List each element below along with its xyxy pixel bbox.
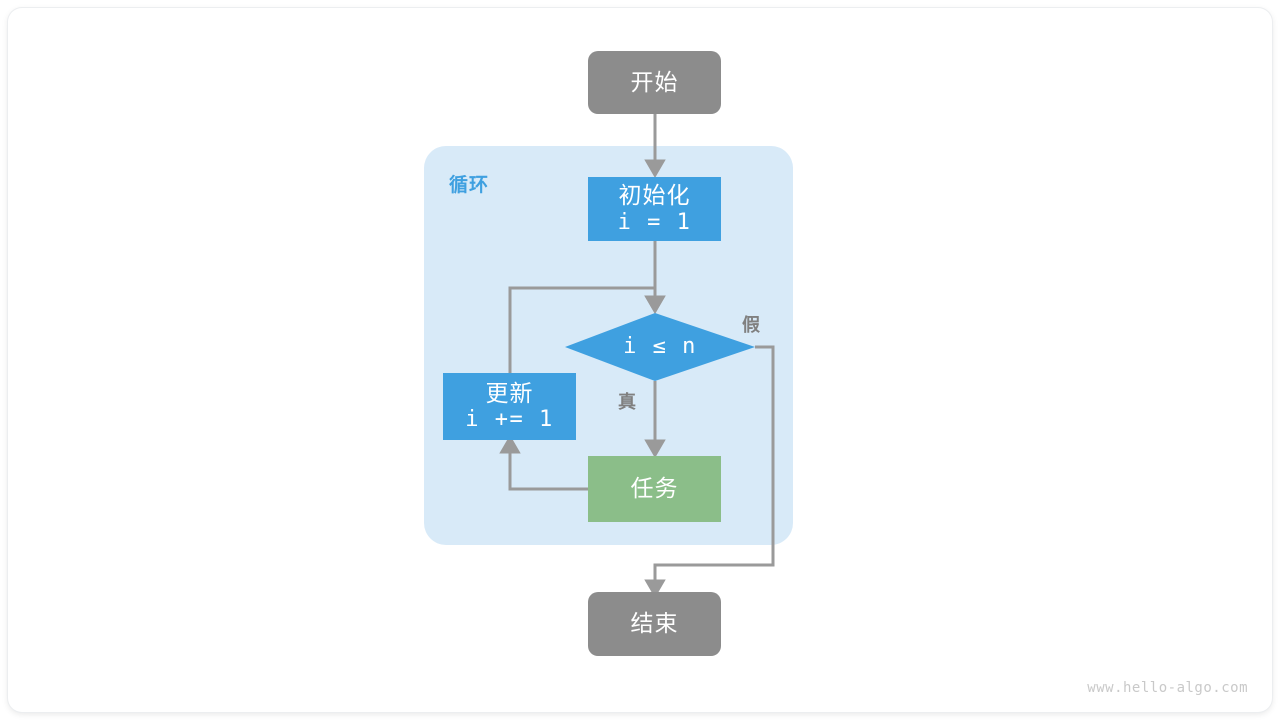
edge-condition-false-to-end [644,345,775,599]
edge-update-to-condition [508,286,666,373]
node-start-shape[interactable] [588,51,721,114]
node-update-shape[interactable] [443,373,576,440]
edge-task-to-update [499,434,588,491]
edge-label-false: 假 [742,315,760,335]
loop-container-label: 循环 [449,175,490,196]
node-condition-shape[interactable] [565,313,755,381]
watermark: www.hello-algo.com [1087,680,1248,696]
edge-label-true: 真 [618,392,636,412]
node-task-shape[interactable] [588,456,721,522]
node-init-shape[interactable] [588,177,721,241]
node-end-shape[interactable] [588,592,721,656]
